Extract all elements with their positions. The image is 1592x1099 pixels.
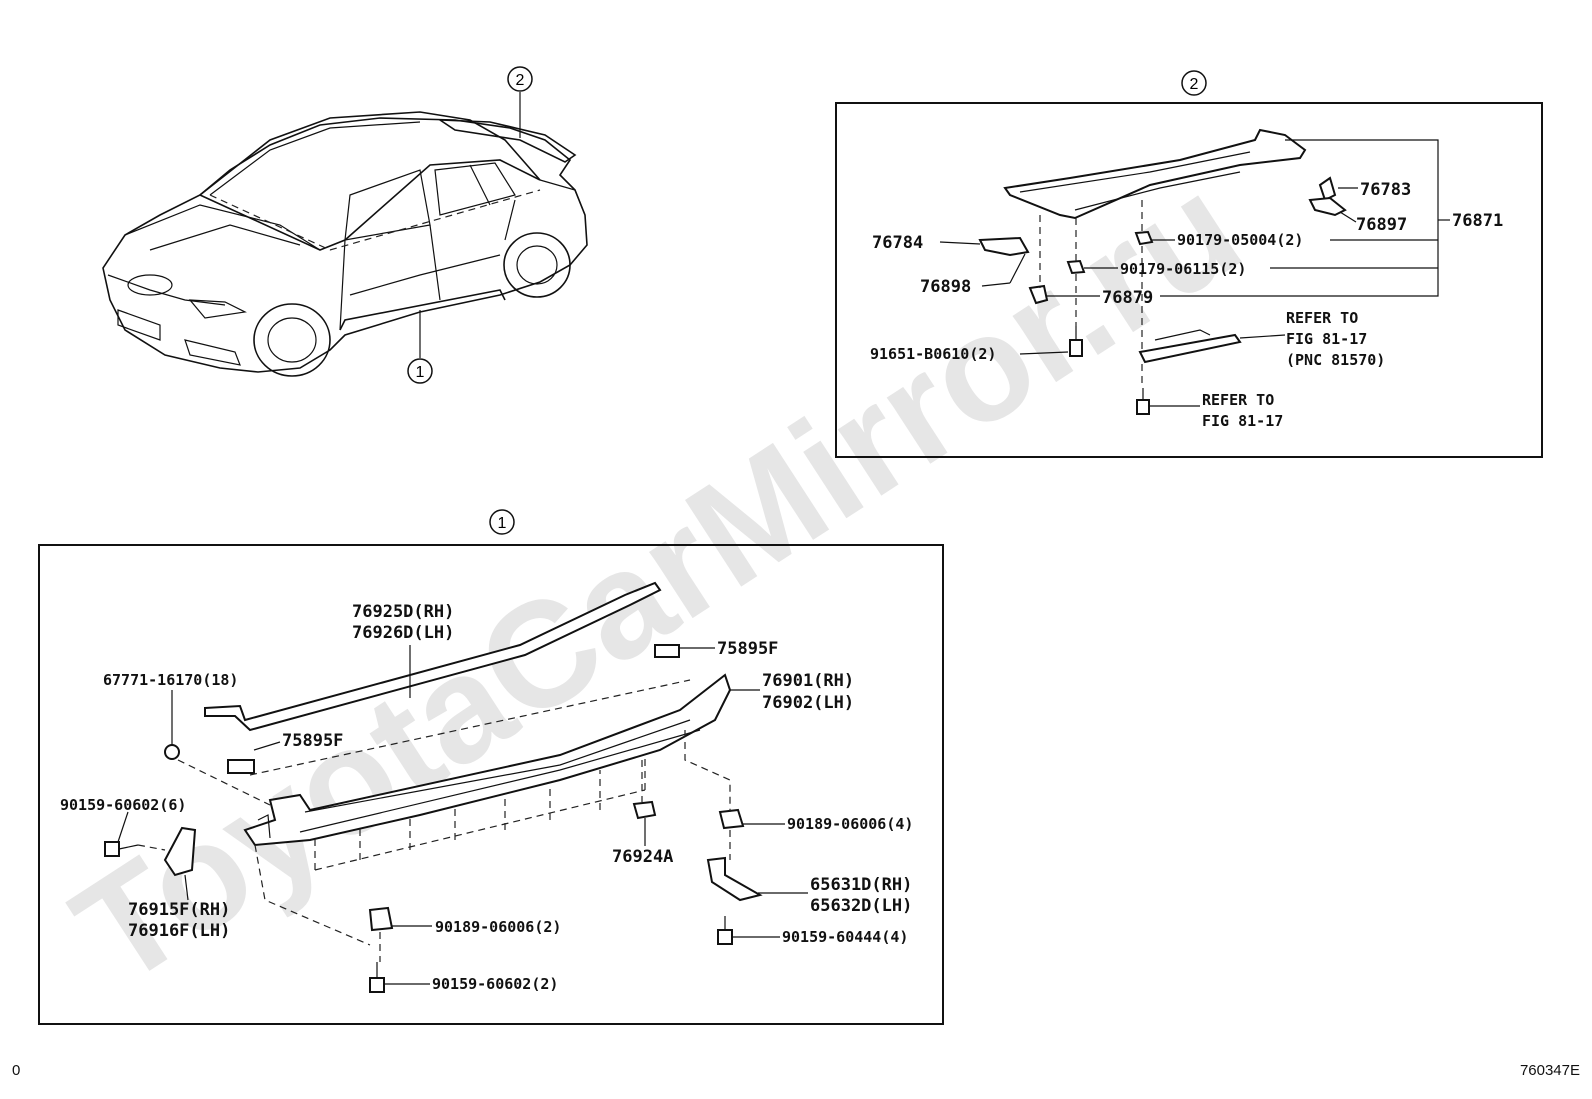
screw-90159-60444	[717, 916, 733, 945]
label-76879: 76879	[1102, 288, 1153, 308]
label-75895f-b: 75895F	[282, 731, 343, 751]
label-76784: 76784	[872, 233, 923, 253]
label-refer1-b: FIG 81-17	[1286, 330, 1367, 348]
bracket-65631d	[706, 856, 763, 902]
clip-67771	[164, 744, 180, 760]
label-90179-06115: 90179-06115(2)	[1120, 260, 1246, 278]
stop-lamp-ref	[1138, 329, 1242, 364]
label-67771-16170: 67771-16170(18)	[103, 671, 238, 689]
label-76925d: 76925D(RH)	[352, 602, 454, 622]
spoiler-labels: 76783 76897 76871 76784 76898 90179-0500…	[870, 180, 1503, 430]
label-76924a: 76924A	[612, 847, 673, 867]
car-callout-2: 2	[507, 66, 533, 92]
moulding-76925d	[204, 581, 662, 732]
label-76916f: 76916F(LH)	[128, 921, 230, 941]
spoiler-panel-callout: 2	[1181, 70, 1207, 96]
label-90189-06006-4: 90189-06006(4)	[787, 815, 913, 833]
rocker-panel-76901	[243, 673, 732, 847]
spoiler-panel-frame	[835, 102, 1543, 458]
bolt-90159-60602-6	[104, 841, 139, 857]
car-illustration	[102, 92, 588, 377]
label-90189-06006-2: 90189-06006(2)	[435, 918, 561, 936]
nut-90179-05004	[1134, 230, 1154, 246]
clip-76879	[1028, 284, 1049, 305]
label-76898: 76898	[920, 277, 971, 297]
label-76783: 76783	[1360, 180, 1411, 200]
label-65631d: 65631D(RH)	[810, 875, 912, 895]
footer-left: 0	[12, 1062, 20, 1079]
svg-text:1: 1	[416, 364, 425, 381]
label-90159-60602-2: 90159-60602(2)	[432, 975, 558, 993]
bracket-76783	[1318, 176, 1337, 202]
label-90159-60444: 90159-60444(4)	[782, 928, 908, 946]
footer-diagram-code: 760347E	[1520, 1062, 1580, 1079]
label-76897: 76897	[1356, 215, 1407, 235]
bracket-76784	[978, 236, 1030, 257]
label-90179-05004: 90179-05004(2)	[1177, 231, 1303, 249]
spoiler-panel	[939, 128, 1450, 415]
pad-75895f-b	[227, 759, 255, 774]
rocker-panel-callout: 1	[489, 509, 515, 535]
svg-text:1: 1	[498, 515, 507, 532]
bolt-90159-60602-2	[369, 962, 385, 993]
label-91651-b0610: 91651-B0610(2)	[870, 345, 996, 363]
label-76915f: 76915F(RH)	[128, 900, 230, 920]
label-76902: 76902(LH)	[762, 693, 854, 713]
label-refer2-b: FIG 81-17	[1202, 412, 1283, 430]
rocker-labels: 76925D(RH) 76926D(LH) 75895F 67771-16170…	[60, 602, 913, 993]
clip-90189-06006-4	[718, 808, 745, 830]
car-callout-1: 1	[407, 358, 433, 384]
rocker-panel-frame	[38, 544, 944, 1025]
pad-75895f-a	[654, 644, 680, 658]
svg-text:2: 2	[516, 72, 525, 89]
label-76901: 76901(RH)	[762, 671, 854, 691]
label-76871: 76871	[1452, 211, 1503, 231]
bolt-ref-fig81	[1136, 388, 1150, 415]
label-65632d: 65632D(LH)	[810, 896, 912, 916]
label-refer2-a: REFER TO	[1202, 391, 1274, 409]
watermark: ToyotaCarMirror.ru	[46, 142, 1268, 1017]
clip-90189-06006-2	[368, 906, 394, 932]
label-76926d: 76926D(LH)	[352, 623, 454, 643]
label-refer1-c: (PNC 81570)	[1286, 351, 1385, 369]
bolt-91651	[1069, 326, 1083, 357]
nut-90179-06115	[1066, 259, 1086, 275]
label-refer1-a: REFER TO	[1286, 309, 1358, 327]
label-90159-60602-6: 90159-60602(6)	[60, 796, 186, 814]
rocker-panel	[104, 581, 808, 993]
label-75895f-a: 75895F	[717, 639, 778, 659]
nut-76924a	[632, 800, 657, 820]
svg-text:2: 2	[1190, 76, 1199, 93]
mudguard-76915f	[163, 826, 197, 877]
